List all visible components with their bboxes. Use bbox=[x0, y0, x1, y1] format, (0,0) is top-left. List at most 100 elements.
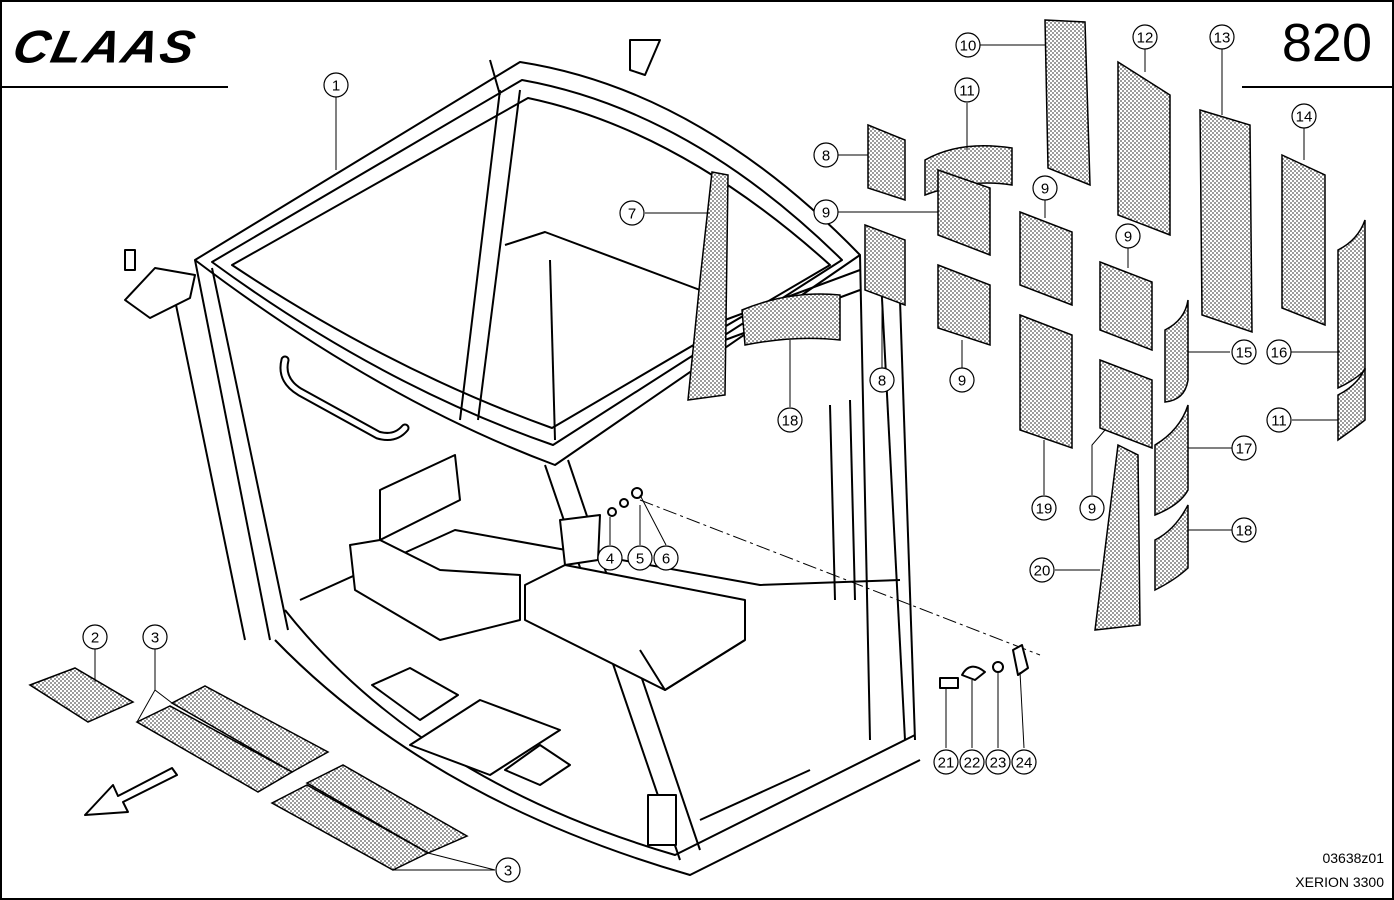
callout-circle bbox=[1231, 435, 1257, 461]
callout-9: 9 bbox=[813, 199, 839, 225]
callout-label: 5 bbox=[636, 551, 644, 568]
callout-label: 2 bbox=[91, 630, 99, 647]
callout-label: 8 bbox=[822, 148, 830, 165]
callout-label: 11 bbox=[1271, 413, 1287, 430]
callout-10: 10 bbox=[955, 32, 981, 58]
panel-10 bbox=[1044, 19, 1091, 187]
callout-label: 18 bbox=[1236, 523, 1253, 540]
callout-circle bbox=[1079, 495, 1105, 521]
callout-24: 24 bbox=[1011, 749, 1037, 775]
panel-18b bbox=[741, 293, 841, 346]
panel-3b bbox=[135, 705, 294, 793]
callout-circle bbox=[1231, 517, 1257, 543]
callout-9: 9 bbox=[1079, 495, 1105, 521]
callout-circle bbox=[1032, 175, 1058, 201]
callout-circle bbox=[1291, 103, 1317, 129]
callout-label: 15 bbox=[1236, 345, 1253, 362]
callout-label: 4 bbox=[606, 551, 614, 568]
panel-18a bbox=[1154, 504, 1189, 592]
callout-circle bbox=[869, 367, 895, 393]
callout-9: 9 bbox=[1115, 223, 1141, 249]
callout-circle bbox=[1266, 407, 1292, 433]
callout-label: 22 bbox=[964, 755, 981, 772]
callout-3: 3 bbox=[142, 624, 168, 650]
callout-19: 19 bbox=[1031, 495, 1057, 521]
callout-label: 11 bbox=[959, 83, 975, 100]
callout-16: 16 bbox=[1266, 339, 1292, 365]
callout-8: 8 bbox=[869, 367, 895, 393]
panel-11b bbox=[1337, 367, 1366, 442]
page-rule bbox=[1242, 86, 1392, 88]
callout-label: 3 bbox=[504, 863, 512, 880]
callout-6: 6 bbox=[653, 545, 679, 571]
panel-12 bbox=[1117, 60, 1171, 237]
callout-label: 1 bbox=[332, 78, 340, 95]
callout-circle bbox=[1209, 24, 1235, 50]
panel-14 bbox=[1281, 153, 1326, 327]
callout-label: 24 bbox=[1016, 755, 1033, 772]
callout-circle bbox=[597, 545, 623, 571]
callout-label: 13 bbox=[1214, 30, 1231, 47]
callout-circle bbox=[1231, 339, 1257, 365]
callout-circle bbox=[813, 199, 839, 225]
drawing-code: 03638z01 bbox=[1322, 850, 1384, 866]
callout-14: 14 bbox=[1291, 103, 1317, 129]
panel-9a bbox=[937, 168, 991, 257]
callout-circle bbox=[959, 749, 985, 775]
callout-label: 18 bbox=[782, 413, 799, 430]
callout-12: 12 bbox=[1132, 24, 1158, 50]
panel-20 bbox=[1094, 443, 1141, 631]
callout-circle bbox=[653, 545, 679, 571]
callout-circle bbox=[82, 624, 108, 650]
callout-18: 18 bbox=[777, 407, 803, 433]
callout-circle bbox=[619, 200, 645, 226]
callout-circle bbox=[1011, 749, 1037, 775]
callout-circle bbox=[1115, 223, 1141, 249]
callout-label: 9 bbox=[958, 373, 966, 390]
callout-label: 14 bbox=[1296, 109, 1313, 126]
callout-3: 3 bbox=[495, 857, 521, 883]
callout-label: 12 bbox=[1137, 30, 1154, 47]
callout-label: 9 bbox=[822, 205, 830, 222]
callout-15: 15 bbox=[1231, 339, 1257, 365]
panel-2 bbox=[28, 667, 135, 723]
callout-label: 9 bbox=[1124, 229, 1132, 246]
callout-label: 3 bbox=[151, 630, 159, 647]
callout-1: 1 bbox=[323, 72, 349, 98]
callout-circle bbox=[1031, 495, 1057, 521]
callout-22: 22 bbox=[959, 749, 985, 775]
callout-circle bbox=[933, 749, 959, 775]
panel-9c bbox=[1099, 260, 1153, 352]
callout-circle bbox=[985, 749, 1011, 775]
callout-4: 4 bbox=[597, 545, 623, 571]
callout-label: 17 bbox=[1236, 441, 1253, 458]
panel-9b bbox=[1019, 210, 1073, 307]
callout-circle bbox=[949, 367, 975, 393]
panel-8b bbox=[864, 223, 906, 307]
callout-circle bbox=[1132, 24, 1158, 50]
callout-18: 18 bbox=[1231, 517, 1257, 543]
callout-label: 16 bbox=[1271, 345, 1288, 362]
callout-11: 11 bbox=[954, 77, 980, 103]
panel-3a bbox=[170, 685, 330, 773]
callout-21: 21 bbox=[933, 749, 959, 775]
callout-label: 6 bbox=[662, 551, 670, 568]
callout-circle bbox=[1266, 339, 1292, 365]
panel-16 bbox=[1337, 219, 1366, 390]
brand-rule bbox=[2, 86, 228, 88]
callout-circle bbox=[1029, 557, 1055, 583]
callout-circle bbox=[495, 857, 521, 883]
callout-circle bbox=[777, 407, 803, 433]
callout-20: 20 bbox=[1029, 557, 1055, 583]
panel-17 bbox=[1154, 404, 1189, 517]
panel-13 bbox=[1199, 108, 1253, 334]
panel-19 bbox=[1019, 313, 1073, 450]
callout-label: 7 bbox=[628, 206, 636, 223]
callout-label: 8 bbox=[878, 373, 886, 390]
callout-label: 10 bbox=[960, 38, 977, 55]
callout-label: 9 bbox=[1088, 501, 1096, 518]
callout-label: 19 bbox=[1036, 501, 1053, 518]
